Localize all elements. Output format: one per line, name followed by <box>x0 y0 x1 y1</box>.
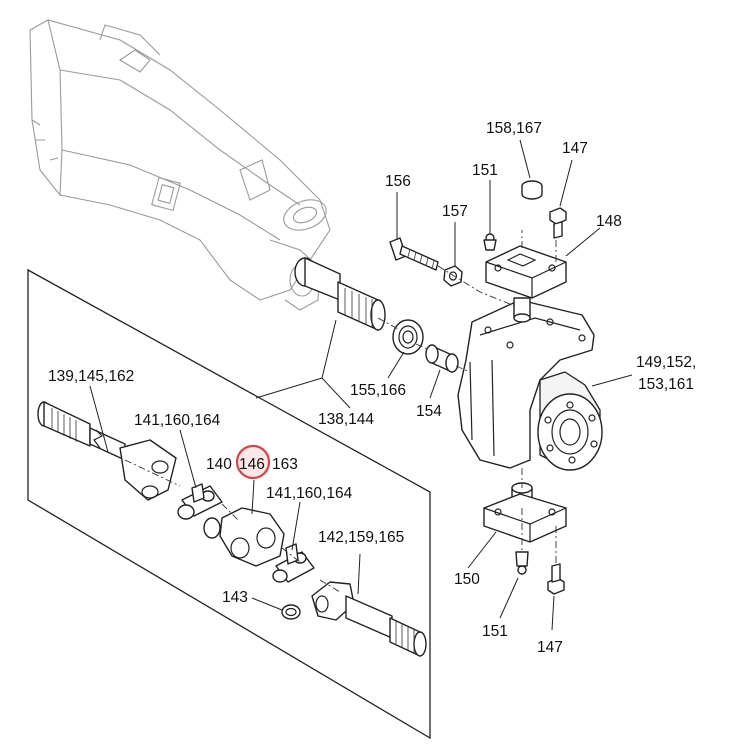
circlip-143 <box>281 604 301 620</box>
shaft-142-159-165 <box>311 581 427 657</box>
leader-lines <box>89 139 633 631</box>
grease-nipple-151-top <box>483 233 497 251</box>
bushing-154 <box>425 344 459 373</box>
label-150: 150 <box>454 571 480 588</box>
bolt-147-top <box>549 207 567 239</box>
cross-joint-141-right <box>272 543 315 583</box>
kingpin-top-148 <box>485 245 567 323</box>
nut-157 <box>443 265 463 287</box>
kingpin-bottom-150 <box>483 482 567 543</box>
subassembly-frame <box>27 268 431 740</box>
label-163: 163 <box>272 456 298 473</box>
center-yoke-146 <box>203 507 285 567</box>
label-141-160-164-left: 141,160,164 <box>134 412 221 429</box>
label-138-144: 138,144 <box>318 411 374 428</box>
highlight-circle-146 <box>235 444 271 480</box>
oil-seal-155-166 <box>392 319 424 355</box>
label-141-160-164-right: 141,160,164 <box>266 485 353 502</box>
label-142-159-165: 142,159,165 <box>318 529 404 546</box>
label-151-bottom: 151 <box>482 623 508 640</box>
center-lines <box>124 230 557 593</box>
grease-nipple-151-bottom <box>515 551 529 575</box>
label-146: 146 <box>239 456 265 473</box>
label-154: 154 <box>416 403 442 420</box>
label-147-bottom: 147 <box>537 639 563 656</box>
label-139-145-162: 139,145,162 <box>48 368 134 385</box>
label-153-161: 153,161 <box>638 376 694 393</box>
cross-joint-141-left <box>177 483 223 520</box>
bolt-156 <box>389 237 439 271</box>
label-158-167: 158,167 <box>486 120 542 137</box>
label-147-top: 147 <box>562 140 588 157</box>
label-148: 148 <box>596 213 622 230</box>
label-157: 157 <box>442 203 468 220</box>
label-149-152: 149,152, <box>636 354 696 371</box>
label-156: 156 <box>385 173 411 190</box>
label-143: 143 <box>222 589 248 606</box>
axle-housing <box>29 19 331 311</box>
label-155-166: 155,166 <box>350 382 406 399</box>
steering-knuckle-149 <box>457 299 603 471</box>
label-140: 140 <box>206 456 232 473</box>
shaft-138-144 <box>294 257 386 331</box>
cap-158-167 <box>521 180 543 200</box>
part-labels: 158,167 147 151 156 157 148 149,152, 153… <box>48 120 696 656</box>
label-151-top: 151 <box>472 162 498 179</box>
bolt-147-bottom <box>547 563 565 595</box>
